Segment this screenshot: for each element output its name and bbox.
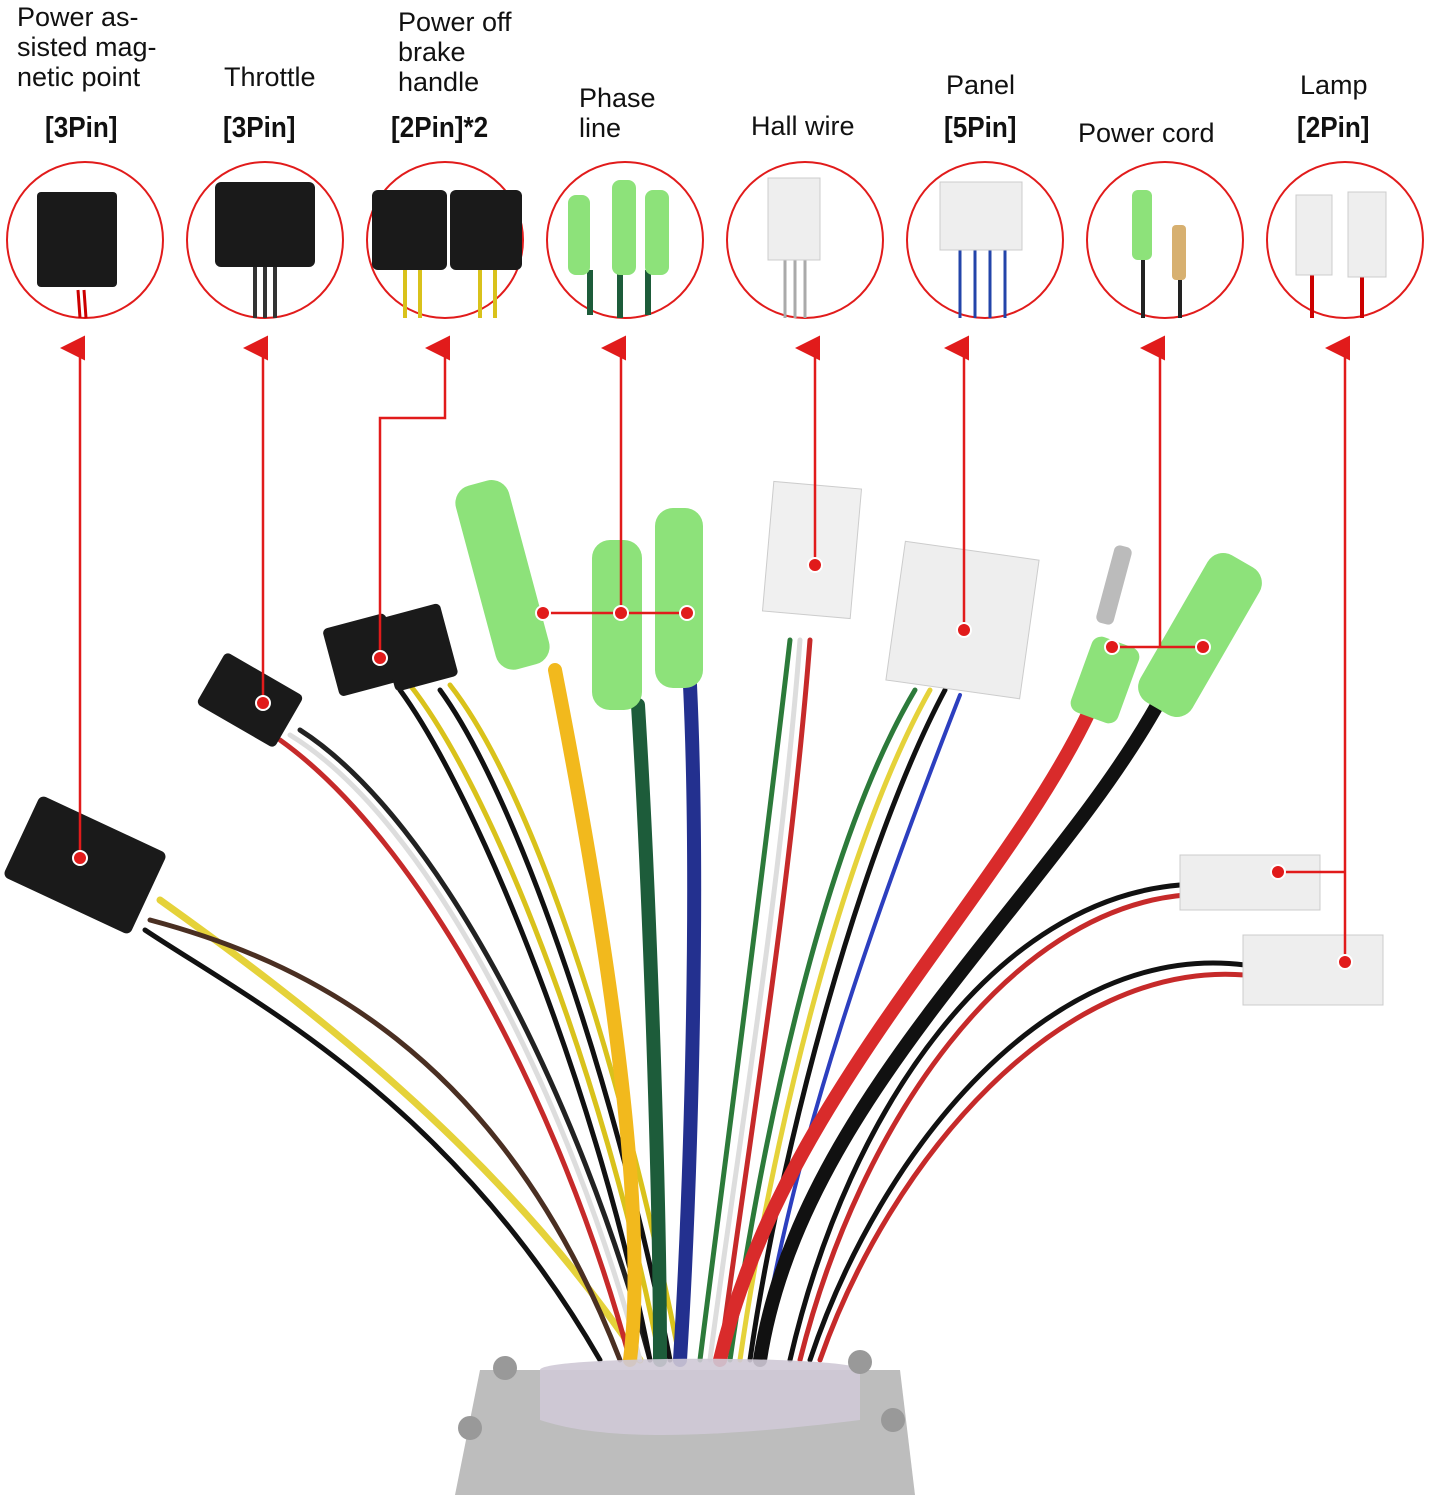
lamp-connector-1: [1179, 854, 1321, 911]
pins-lamp: [2Pin]: [1297, 112, 1370, 144]
callout-lines: [60, 335, 1345, 962]
detail-power: [1086, 161, 1244, 319]
pins-throttle: [3Pin]: [223, 112, 296, 144]
pas-connector: [4, 796, 166, 934]
label-hall: Hall wire: [751, 111, 855, 141]
power-bullet: [1096, 545, 1132, 625]
pins-panel: [5Pin]: [944, 112, 1017, 144]
label-throttle: Throttle: [224, 62, 316, 92]
power-connector-1: [1070, 636, 1140, 724]
phase-connector-3: [655, 508, 703, 688]
label-panel: Panel: [946, 70, 1016, 100]
pins-pas: [3Pin]: [45, 112, 118, 144]
arrow-lamp: [1278, 348, 1345, 962]
power-connector-2: [1138, 552, 1262, 718]
harness-connectors: [4, 480, 1384, 1006]
label-lamp: Lamp: [1300, 70, 1368, 100]
lamp-connector-2: [1242, 934, 1384, 1006]
panel-connector: [885, 540, 1040, 700]
label-brake: Power off brake handle: [398, 7, 512, 97]
arrow-power: [1112, 348, 1203, 649]
callout-dots: [72, 557, 1353, 970]
hall-connector: [761, 480, 863, 620]
throttle-connector: [197, 653, 303, 747]
detail-lamp: [1266, 161, 1424, 319]
controller-box: [455, 1350, 915, 1495]
phase-connector-2: [592, 540, 642, 710]
label-power: Power cord: [1078, 118, 1215, 148]
pins-brake: [2Pin]*2: [391, 112, 489, 144]
label-pas: Power as- sisted mag- netic point: [17, 2, 157, 92]
phase-connector-1: [455, 480, 550, 670]
brake-connector-2: [377, 603, 458, 691]
detail-contents: [37, 177, 1387, 319]
label-phase: Phase line: [579, 83, 656, 143]
wires: [142, 637, 1248, 1367]
arrow-brake: [378, 335, 450, 658]
